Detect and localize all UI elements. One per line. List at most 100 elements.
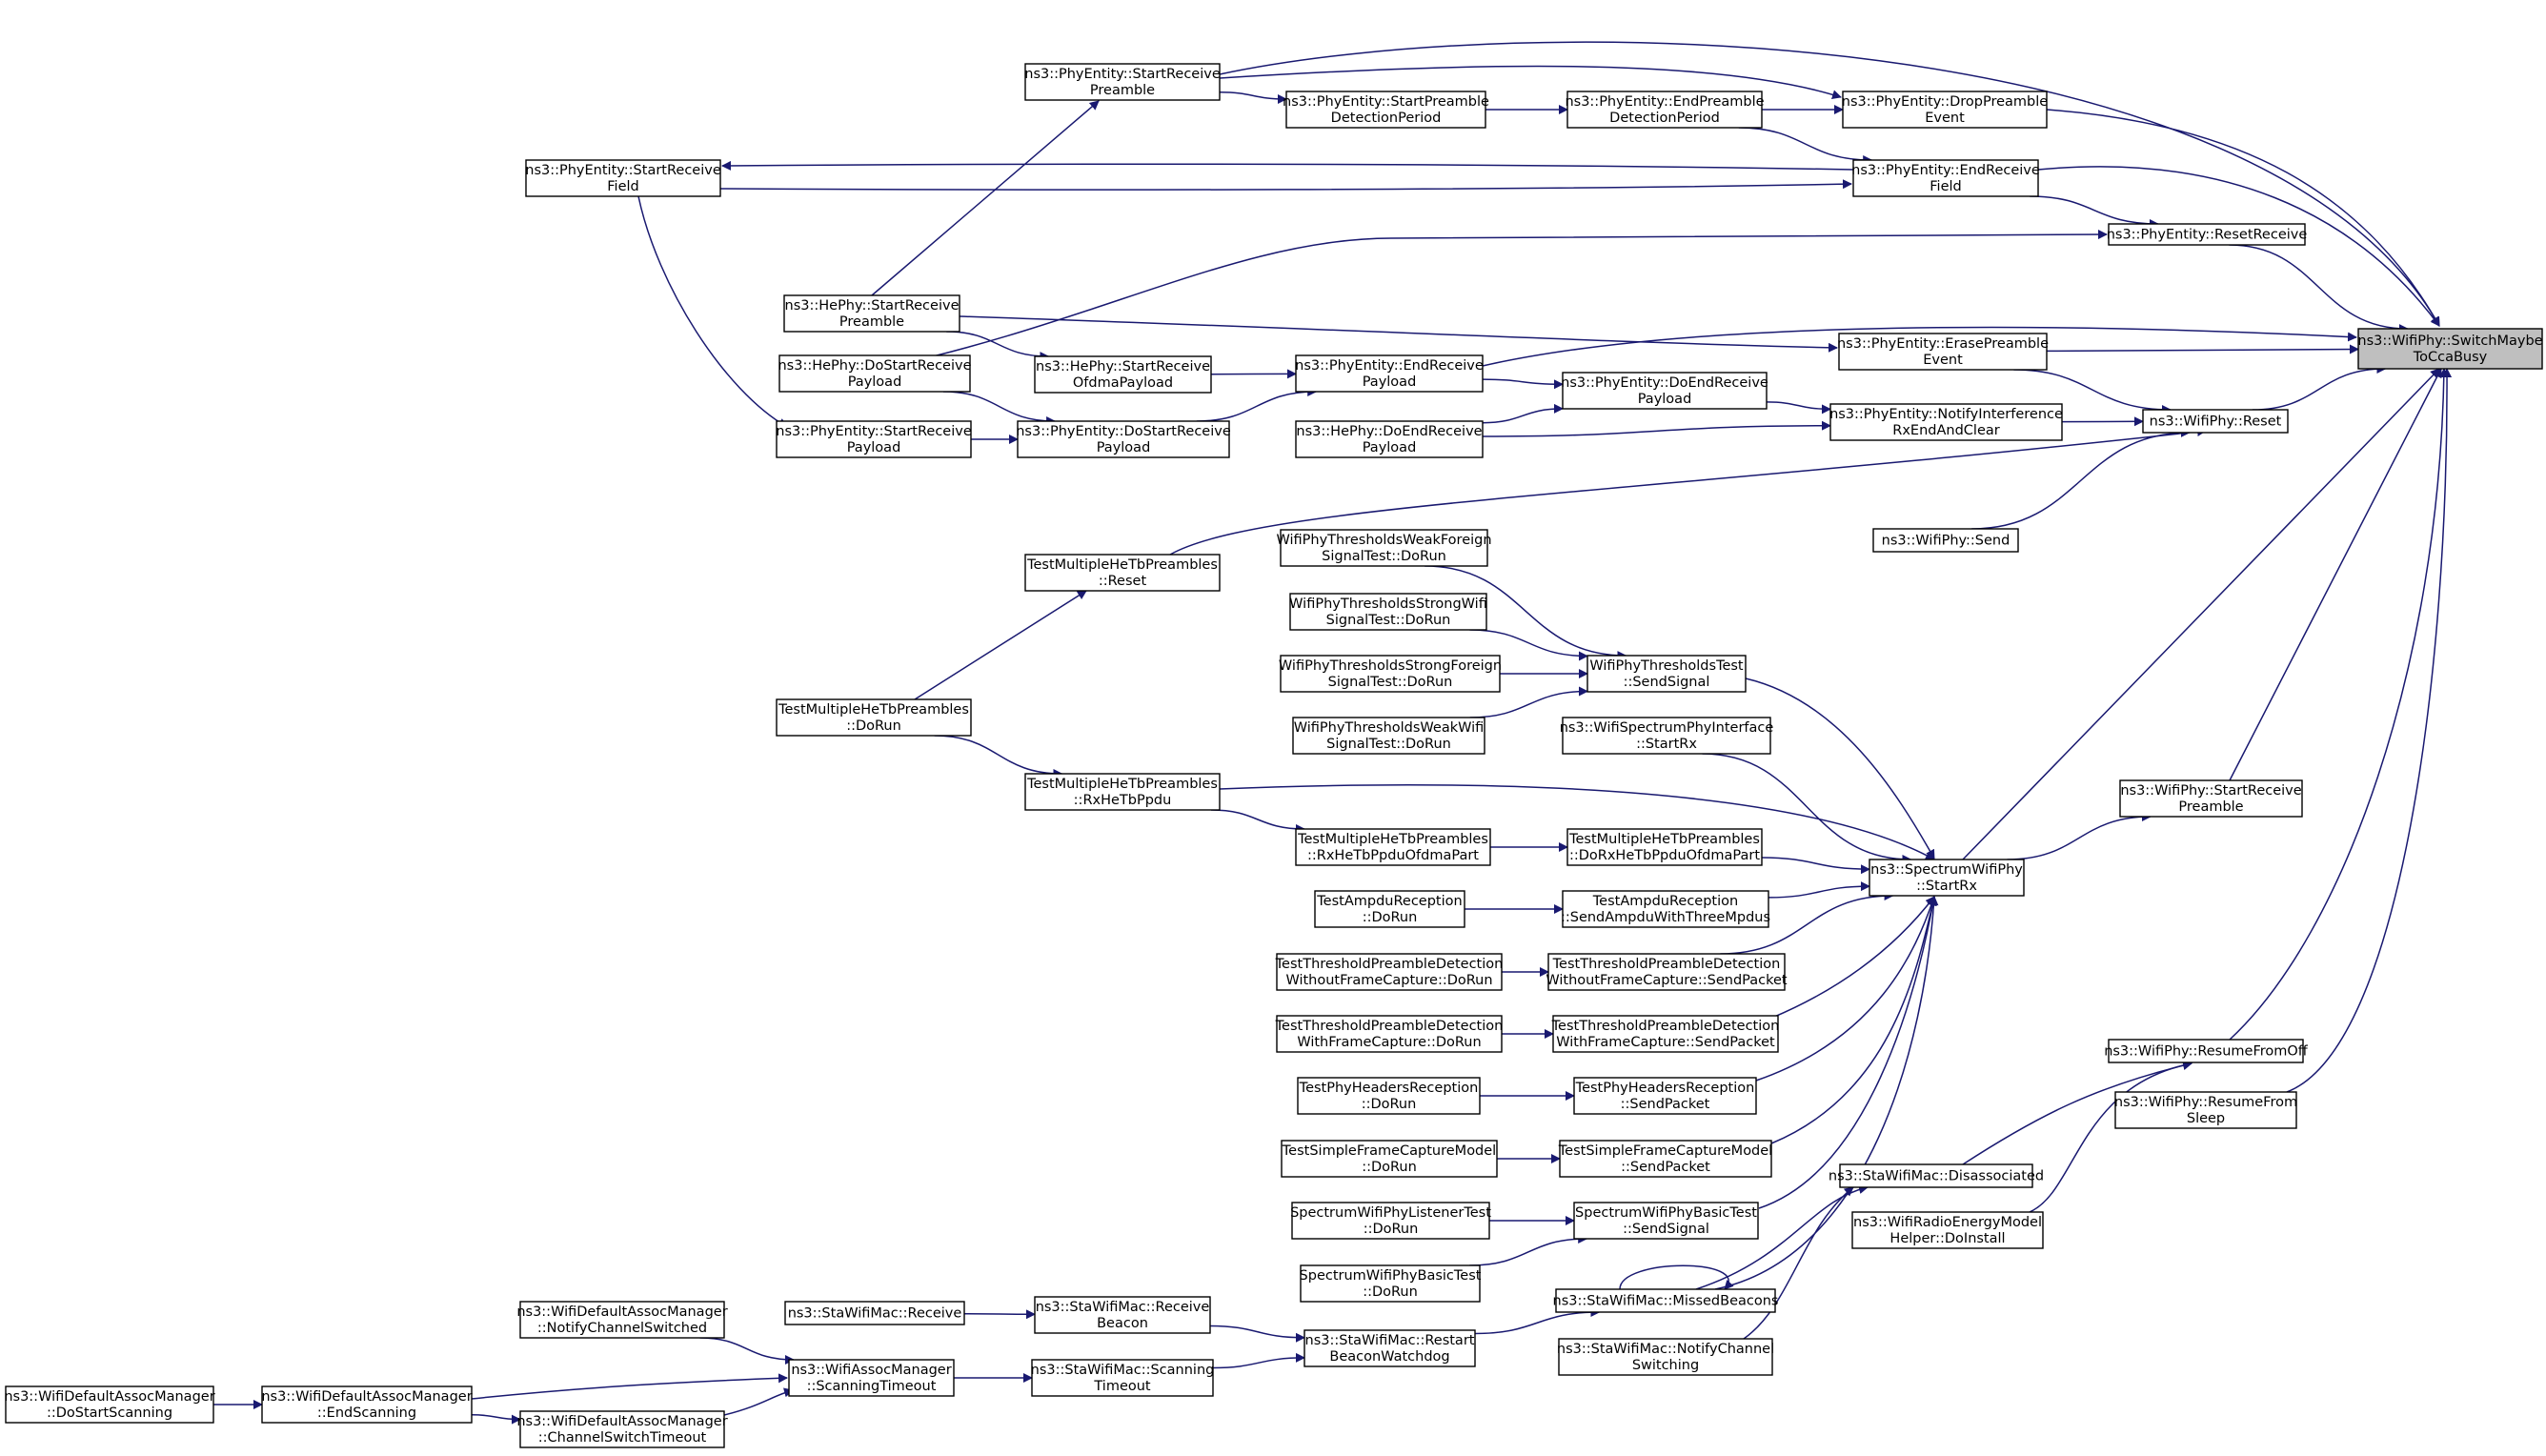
edge-he_srp-to-he_srop <box>946 331 1050 361</box>
node-wp_rfo[interactable]: ns3::WifiPhy::ResumeFromOff <box>2104 1039 2309 1063</box>
edge-wdam_cst-to-wam_st <box>723 1387 794 1416</box>
node-wt_sws[interactable]: WifiPhyThresholdsStrongWifiSignalTest::D… <box>1289 593 1487 631</box>
node-ta_send[interactable]: TestAmpduReception::SendAmpduWithThreeMp… <box>1561 890 1770 928</box>
node-box <box>1869 859 2025 897</box>
node-sm_recv[interactable]: ns3::StaWifiMac::Receive <box>784 1301 965 1325</box>
node-pe_nie[interactable]: ns3::PhyEntity::NotifyInterferenceRxEndA… <box>1829 403 2063 441</box>
node-label: ns3::PhyEntity::StartPreamble <box>1283 94 1489 110</box>
node-wp_reset[interactable]: ns3::WifiPhy::Reset <box>2142 409 2289 434</box>
node-label: WifiPhyThresholdsWeakWifi <box>1294 720 1485 736</box>
node-wdam_es[interactable]: ns3::WifiDefaultAssocManager::EndScannin… <box>261 1385 473 1424</box>
node-sm_mb[interactable]: ns3::StaWifiMac::MissedBeacons <box>1553 1288 1779 1313</box>
node-label: TestThresholdPreambleDetection <box>1275 957 1504 972</box>
node-label: TestThresholdPreambleDetection <box>1552 957 1781 972</box>
node-label: ns3::HePhy::StartReceive <box>1036 359 1210 374</box>
node-pe_epdp[interactable]: ns3::PhyEntity::EndPreambleDetectionPeri… <box>1565 91 1765 129</box>
node-box <box>1295 354 1484 393</box>
node-wdam_cst[interactable]: ns3::WifiDefaultAssocManager::ChannelSwi… <box>516 1410 728 1448</box>
node-tm_drxo[interactable]: TestMultipleHeTbPreambles::DoRxHeTbPpduO… <box>1566 828 1763 866</box>
node-sb_send[interactable]: SpectrumWifiPhyBasicTest::SendSignal <box>1573 1202 1759 1240</box>
node-box <box>788 1359 955 1397</box>
node-sl_dorun[interactable]: SpectrumWifiPhyListenerTest::DoRun <box>1290 1202 1491 1240</box>
node-box <box>1547 953 1786 991</box>
node-label: Payload <box>847 440 901 455</box>
node-box <box>1314 890 1465 928</box>
edge-he_dsrp-to-pe_rr <box>874 230 2108 371</box>
node-box <box>1297 1077 1481 1115</box>
node-wt_wfs[interactable]: WifiPhyThresholdsWeakForeignSignalTest::… <box>1276 529 1492 567</box>
node-wsi_srx[interactable]: ns3::WifiSpectrumPhyInterface::StartRx <box>1560 717 1774 755</box>
node-tm_rxo[interactable]: TestMultipleHeTbPreambles::RxHeTbPpduOfd… <box>1295 828 1491 866</box>
node-wam_st[interactable]: ns3::WifiAssocManager::ScanningTimeout <box>788 1359 955 1397</box>
node-tm_rx[interactable]: TestMultipleHeTbPreambles::RxHeTbPpdu <box>1024 773 1221 811</box>
node-sm_dis[interactable]: ns3::StaWifiMac::Disassociated <box>1829 1163 2044 1188</box>
node-tsf_dorun[interactable]: TestSimpleFrameCaptureModel::DoRun <box>1281 1140 1498 1178</box>
node-tt_w_send[interactable]: TestThresholdPreambleDetectionWithFrameC… <box>1551 1015 1780 1053</box>
node-label: WifiPhyThresholdsWeakForeign <box>1276 533 1491 548</box>
node-tph_dorun[interactable]: TestPhyHeadersReception::DoRun <box>1297 1077 1481 1115</box>
node-label: Event <box>1923 353 1963 368</box>
node-label: Preamble <box>1090 83 1155 98</box>
node-tph_send[interactable]: TestPhyHeadersReception::SendPacket <box>1573 1077 1757 1115</box>
node-swp_srx[interactable]: ns3::SpectrumWifiPhy::StartRx <box>1869 859 2025 897</box>
node-label: TestPhyHeadersReception <box>1299 1081 1479 1096</box>
node-label: ns3::WifiDefaultAssocManager <box>4 1389 214 1405</box>
node-label: ns3::PhyEntity::EndReceive <box>1295 358 1484 374</box>
node-wre_inst[interactable]: ns3::WifiRadioEnergyModelHelper::DoInsta… <box>1851 1211 2044 1249</box>
node-wp_send[interactable]: ns3::WifiPhy::Send <box>1872 528 2019 553</box>
node-wdam_dss[interactable]: ns3::WifiDefaultAssocManager::DoStartSca… <box>4 1385 215 1424</box>
node-ta_dorun[interactable]: TestAmpduReception::DoRun <box>1314 890 1465 928</box>
node-pe_rr[interactable]: ns3::PhyEntity::ResetReceive <box>2107 223 2308 246</box>
node-sm_st[interactable]: ns3::StaWifiMac::ScanningTimeout <box>1031 1359 1215 1397</box>
edge-pe_erf-to-pe_rr <box>2030 195 2159 229</box>
node-label: ns3::PhyEntity::EndReceive <box>1851 163 2040 178</box>
node-tt_w_dorun[interactable]: TestThresholdPreambleDetectionWithFrameC… <box>1275 1015 1504 1053</box>
node-sb_dorun[interactable]: SpectrumWifiPhyBasicTest::DoRun <box>1300 1264 1482 1303</box>
node-label: Payload <box>1363 374 1417 390</box>
edge-pe_srp-to-pe_spdp <box>1219 91 1287 104</box>
node-wt_sfs[interactable]: WifiPhyThresholdsStrongForeignSignalTest… <box>1279 655 1502 693</box>
node-box <box>783 294 960 333</box>
node-box <box>525 159 721 197</box>
edge-wsi_srx-to-swp_srx <box>1702 753 1912 864</box>
node-wt_wws[interactable]: WifiPhyThresholdsWeakWifiSignalTest::DoR… <box>1292 717 1485 755</box>
node-label: ns3::PhyEntity::StartReceive <box>776 424 972 439</box>
edge-pe_derp-to-pe_nie <box>1766 401 1831 415</box>
node-tt_wo_send[interactable]: TestThresholdPreambleDetectionWithoutFra… <box>1546 953 1788 991</box>
node-label: ns3::HePhy::StartReceive <box>785 298 960 313</box>
node-label: SpectrumWifiPhyBasicTest <box>1300 1268 1482 1284</box>
node-tm_reset[interactable]: TestMultipleHeTbPreambles::Reset <box>1024 554 1221 592</box>
edge-pe_rr-to-root <box>2229 244 2409 334</box>
node-box <box>1552 1015 1779 1053</box>
node-tm_dorun[interactable]: TestMultipleHeTbPreambles::DoRun <box>776 698 972 737</box>
node-pe_spdp[interactable]: ns3::PhyEntity::StartPreambleDetectionPe… <box>1283 91 1489 129</box>
node-tt_wo_dorun[interactable]: TestThresholdPreambleDetectionWithoutFra… <box>1275 953 1504 991</box>
edge-pe_erf-to-pe_srf <box>721 160 1854 171</box>
node-box <box>519 1410 725 1448</box>
node-label: ns3::WifiAssocManager <box>791 1363 951 1378</box>
node-tsf_send[interactable]: TestSimpleFrameCaptureModel::SendPacket <box>1558 1140 1772 1178</box>
node-box <box>1573 1202 1759 1240</box>
node-label: ns3::PhyEntity::NotifyInterference <box>1829 407 2063 422</box>
node-wt_send[interactable]: WifiPhyThresholdsTest::SendSignal <box>1586 655 1747 693</box>
node-wdam_ncs[interactable]: ns3::WifiDefaultAssocManager::NotifyChan… <box>516 1301 728 1339</box>
